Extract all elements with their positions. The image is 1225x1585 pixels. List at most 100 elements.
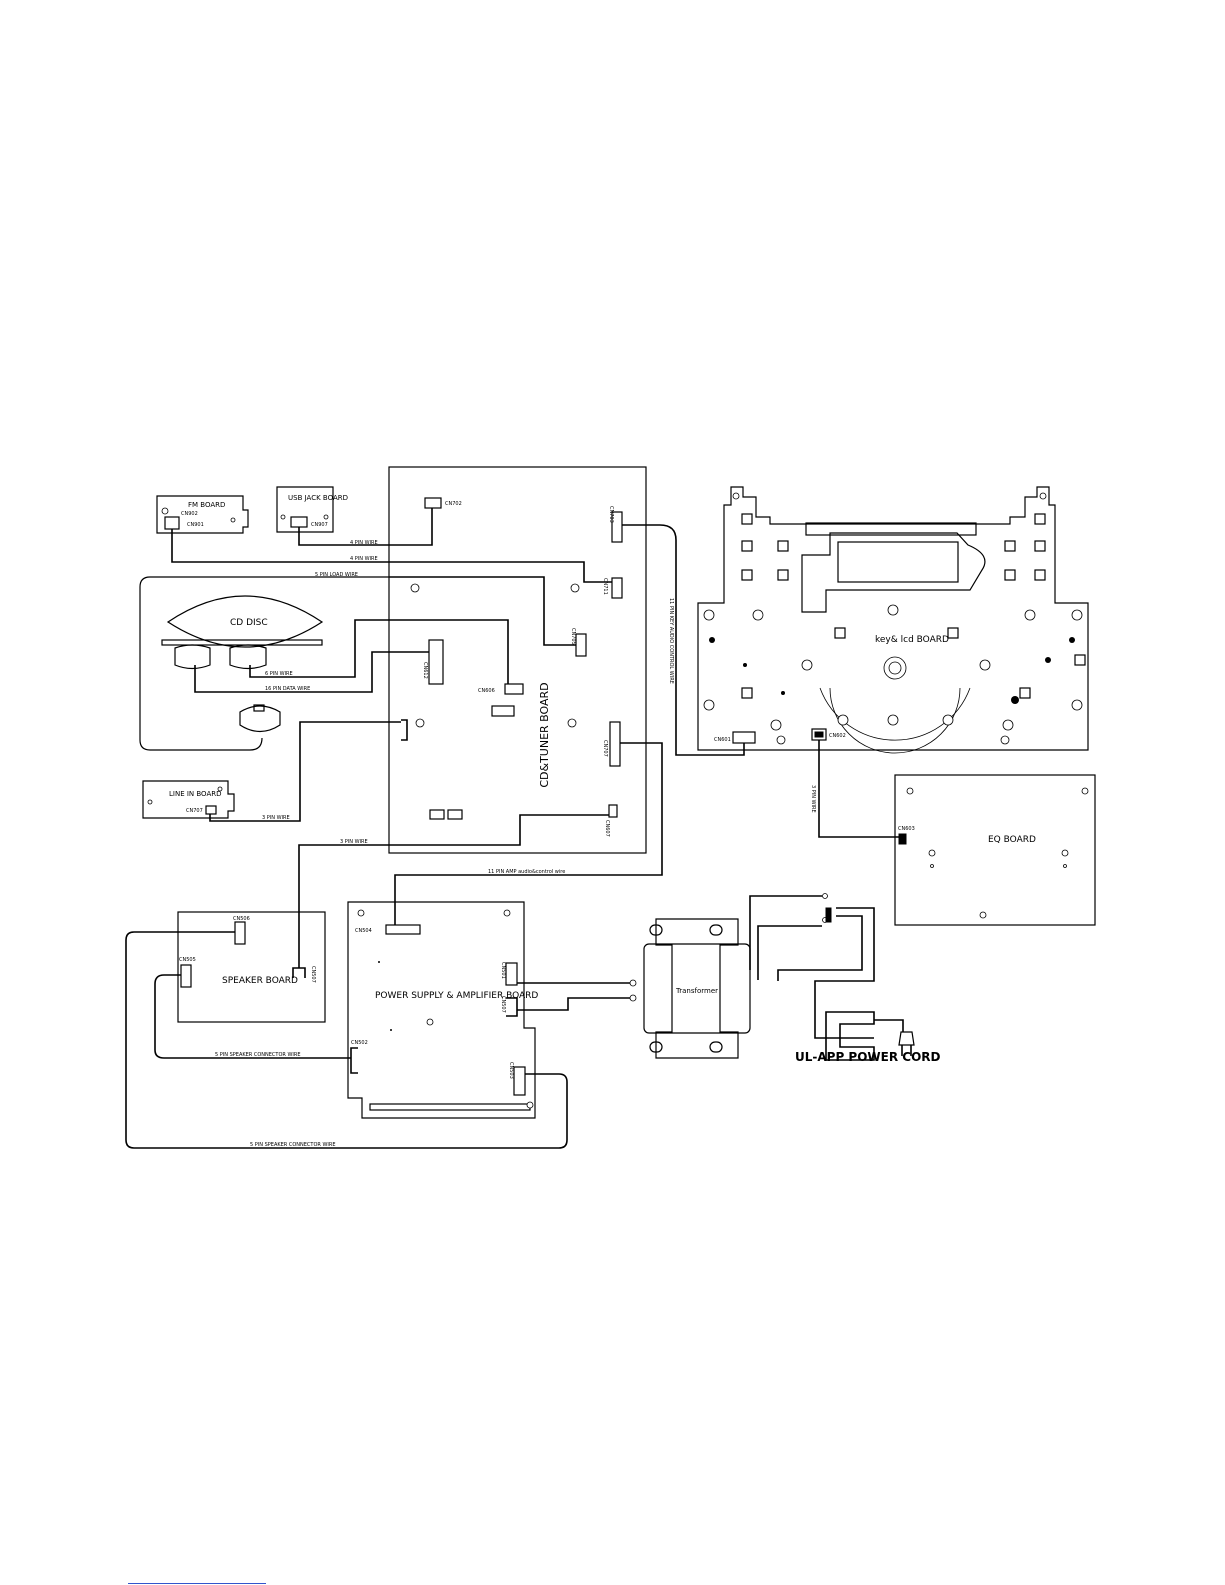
cn504-label: CN504 [355, 928, 372, 934]
cn702-label: CN702 [445, 501, 462, 507]
usb-4pin-wire-label: 4 PIN WIRE [350, 540, 378, 546]
cd-disc-label: CD DISC [230, 618, 268, 628]
line-in-board: LINE IN BOARD CN707 [142, 780, 235, 819]
power-cord: UL-APP POWER CORD [749, 893, 941, 1064]
speaker-5pin-wire-2 [125, 931, 568, 1149]
cn507-pa-connector [506, 997, 518, 1017]
plug-head [898, 1031, 915, 1046]
cn503-label: CN503 [508, 1062, 514, 1079]
mount-hole [570, 583, 580, 593]
usb-connector [290, 516, 308, 528]
speaker-board-label: SPEAKER BOARD [222, 976, 298, 986]
mount-hole [410, 583, 420, 593]
speaker-5pin-wire-2-label: 5 PIN SPEAKER CONNECTOR WIRE [250, 1142, 336, 1148]
load-5pin-wire [389, 576, 576, 646]
cn505-label: CN505 [179, 957, 196, 963]
cn505-connector [180, 964, 192, 988]
cn504-connector [385, 924, 421, 935]
6pin-wire [249, 619, 509, 684]
amp-11pin-wire-label: 11 PIN AMP audio&control wire [488, 869, 565, 875]
lcd-flex-top [805, 522, 977, 536]
line-in-3pin-wire-label: 3 PIN WIRE [262, 815, 290, 821]
fm-connector [164, 516, 180, 530]
mount-hole [415, 718, 425, 728]
cn711-connector [611, 577, 623, 599]
small-part-2 [447, 809, 463, 820]
small-part-1 [429, 809, 445, 820]
eq-board-label: EQ BOARD [988, 835, 1036, 845]
cn606-label: CN606 [478, 688, 495, 694]
power-cord-label: UL-APP POWER CORD [795, 1050, 941, 1064]
usb-4pin-wire [298, 508, 433, 546]
jog-arc-outer [819, 687, 971, 741]
motor-2 [229, 644, 267, 670]
eq-3pin-wire-label: 3 PIN WIRE [810, 785, 816, 813]
speaker-5pin-wire-1 [154, 974, 351, 1059]
cd-loader-assembly: CD DISC [139, 576, 389, 751]
key-11pin-wire [622, 524, 745, 756]
usb-jack-board-label: USB JACK BOARD [288, 494, 348, 502]
key-board-holes [703, 492, 1083, 745]
primary-terminal [629, 994, 637, 1002]
16pin-data-wire [194, 651, 429, 693]
cn506-connector [234, 921, 246, 945]
chip-outline [491, 705, 515, 717]
power-switch [825, 907, 832, 923]
cn705-label: CN705 [570, 628, 576, 645]
cn507-pa-label: CN507 [500, 996, 506, 1013]
key-11pin-wire-label: 11 PIN KEY AUDIO CONTROL WIRE [668, 598, 674, 684]
cn702-connector [424, 497, 442, 509]
speaker-3pin-wire [298, 814, 609, 968]
plug-lead [874, 1019, 904, 1032]
board-edge-strip [369, 1103, 531, 1111]
key-lcd-board: key& lcd BOARD [697, 486, 1089, 754]
cn502-connector [350, 1047, 358, 1074]
cd-board-3pin-connector [401, 719, 408, 741]
line-in-3pin-wire [209, 721, 401, 822]
transformer: Transformer [629, 918, 751, 1059]
cn707-connector [609, 721, 621, 767]
cn503-connector [513, 1066, 526, 1096]
transformer-label: Transformer [675, 987, 718, 995]
speaker-5pin-wire-1-label: 5 PIN SPEAKER CONNECTOR WIRE [215, 1052, 301, 1058]
cn612-connector [428, 639, 444, 685]
line-in-connector-label: CN707 [186, 808, 203, 814]
usb-jack-board: USB JACK BOARD CN907 [276, 486, 348, 533]
mount-hole [567, 718, 577, 728]
amp-11pin-wire [394, 742, 663, 925]
cn703-connector [611, 511, 623, 543]
fm-4pin-wire-label: 4 PIN WIRE [350, 556, 378, 562]
cn703-label: CN703 [608, 506, 614, 523]
lcd-window [837, 541, 959, 583]
transformer-frame [655, 918, 739, 1059]
loader-motor [239, 705, 281, 733]
traverse-rail [161, 639, 323, 646]
eq-3pin-wire [818, 740, 899, 838]
eq-board: EQ BOARD CN603 [894, 774, 1096, 926]
cn705-connector [575, 633, 587, 657]
lcd-module-outline [801, 532, 986, 613]
fm-main-connector-label: CN901 [187, 522, 204, 528]
motor-1 [174, 644, 211, 670]
cn603-label: CN603 [898, 826, 915, 832]
jog-arc [829, 687, 961, 754]
fm-board-label: FM BOARD [188, 501, 225, 509]
speaker-board: SPEAKER BOARD CN506 CN505 CN507 [177, 911, 326, 1023]
plug-outline [825, 1011, 875, 1061]
cn502-label: CN502 [351, 1040, 368, 1046]
power-amp-board-label: POWER SUPPLY & AMPLIFIER BOARD [375, 991, 538, 1001]
secondary-wire-2 [517, 997, 630, 1011]
cn603-connector [898, 833, 907, 845]
16pin-data-wire-label: 16 PIN DATA WIRE [265, 686, 310, 692]
line-in-connector [205, 805, 217, 815]
cd-tuner-board: CD&TUNER BOARD CN702 CN703 CN711 CN705 C… [388, 466, 647, 854]
cd-disc-shape [166, 595, 324, 648]
transformer-core [643, 943, 751, 1034]
line-in-board-label: LINE IN BOARD [169, 790, 221, 798]
cn711-label: CN711 [602, 578, 608, 595]
jog-knob-inner [888, 661, 902, 675]
loader-motor-shaft [253, 704, 265, 712]
wires: 4 PIN WIRE 4 PIN WIRE 5 PIN LOAD WIRE 6 … [125, 508, 899, 1149]
footer-link-rule [128, 1583, 266, 1584]
